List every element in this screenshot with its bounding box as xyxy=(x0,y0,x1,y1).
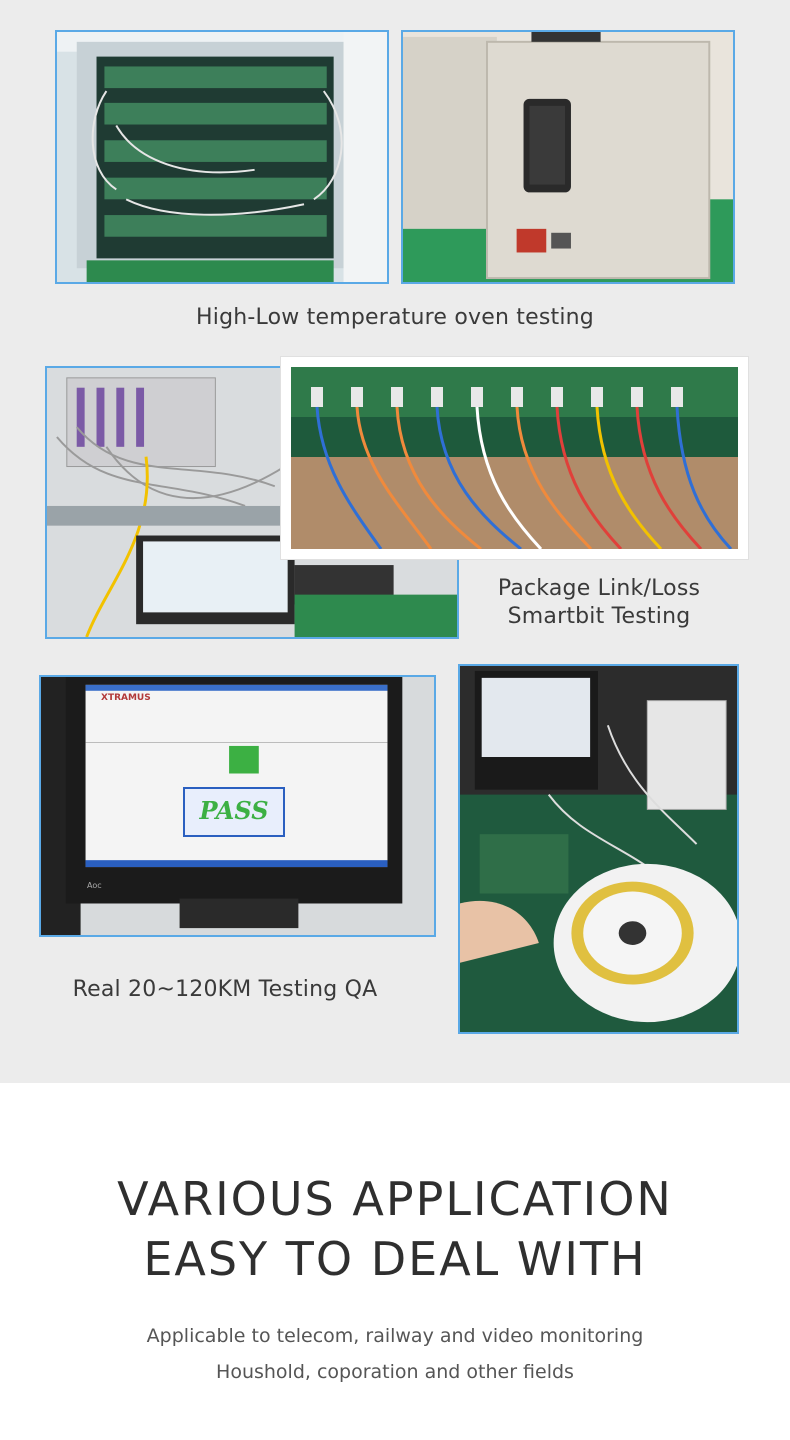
oven-photo xyxy=(401,30,735,284)
xtramus-logo: XTRAMUS xyxy=(101,693,151,703)
subtext-line1: Applicable to telecom, railway and video… xyxy=(146,1325,644,1347)
pass-dialog: PASS xyxy=(183,787,285,837)
km-test-caption: Real 20~120KM Testing QA xyxy=(72,977,378,1002)
testing-section: High-Low temperature oven testing xyxy=(0,0,790,1083)
headline-line1: VARIOUS APPLICATION xyxy=(117,1172,673,1226)
headline-line2: EASY TO DEAL WITH xyxy=(143,1232,647,1286)
pass-label: PASS xyxy=(199,796,269,825)
oven-caption: High-Low temperature oven testing xyxy=(196,305,594,330)
smartbit-caption-line1: Package Link/Loss xyxy=(497,576,701,601)
application-section: VARIOUS APPLICATION EASY TO DEAL WITH Ap… xyxy=(0,1083,790,1440)
smartbit-caption-line2: Smartbit Testing xyxy=(507,604,691,629)
rack-test-photo xyxy=(55,30,389,284)
fiber-spool-photo xyxy=(458,664,739,1034)
patch-cord-photo xyxy=(281,357,748,559)
pass-monitor-photo: XTRAMUS PASS Aoc xyxy=(39,675,436,937)
monitor-brand-label: Aoc xyxy=(87,881,102,890)
subtext-line2: Houshold, coporation and other fields xyxy=(216,1361,574,1383)
